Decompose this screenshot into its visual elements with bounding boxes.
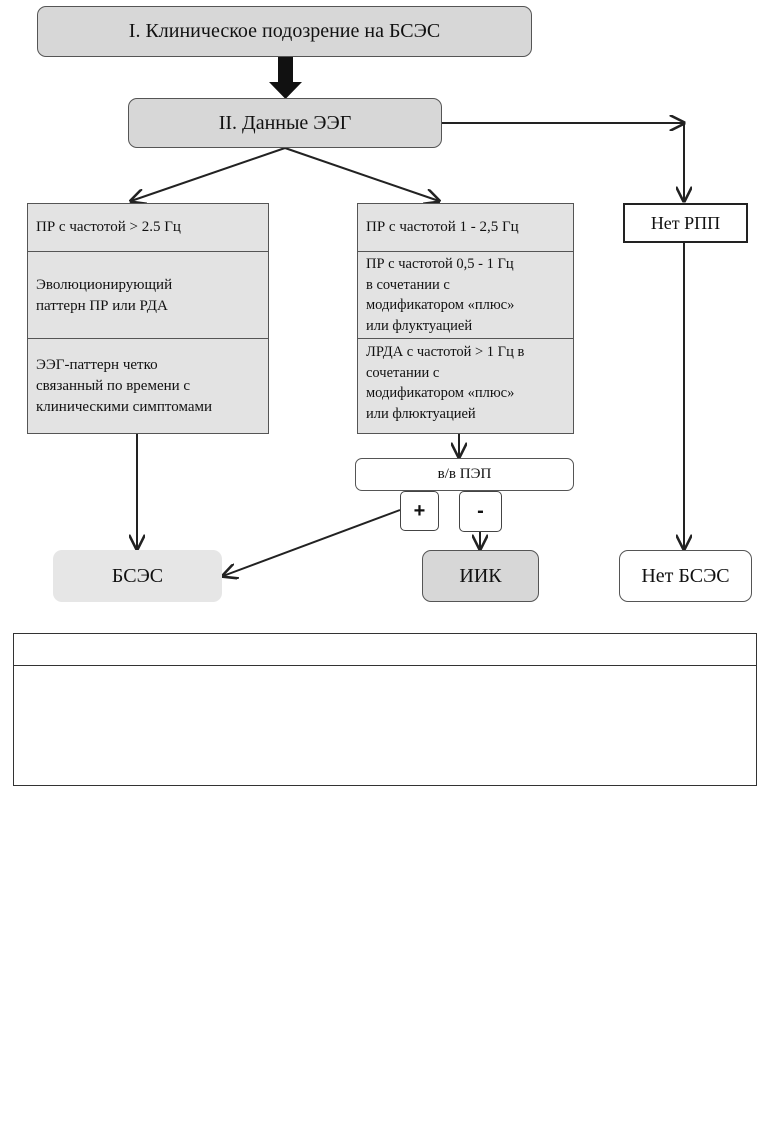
iik-outcome-box: ИИК <box>422 550 539 602</box>
arrow-positive-to-bses <box>223 509 401 576</box>
middle-divider-1 <box>358 251 573 252</box>
negative-sign-label: - <box>477 500 484 522</box>
bses-outcome-label: БСЭС <box>111 564 164 587</box>
left-divider-2 <box>28 338 268 339</box>
left-criterion-1: ПР с частотой > 2.5 Гц <box>36 219 181 235</box>
left-criterion-3: ЭЭГ-паттерн четко связанный по времени с… <box>36 357 213 415</box>
iv-aed-label: в/в ПЭП <box>437 466 492 482</box>
positive-sign-label: + <box>413 499 426 522</box>
positive-response-sign: + <box>400 491 439 531</box>
left-criterion-2: Эволюционирующий паттерн ПР или РДА <box>36 276 173 314</box>
no-rpp-label: Нет РПП <box>650 212 721 233</box>
left-criteria-column: ПР с частотой > 2.5 Гц Эволюционирующий … <box>27 203 269 434</box>
iv-aed-box: в/в ПЭП <box>355 458 574 491</box>
bses-outcome-box: БСЭС <box>53 550 222 602</box>
clinical-suspicion-box: I. Клиническое подозрение на БСЭС <box>37 6 532 57</box>
empty-table <box>13 633 757 786</box>
middle-criterion-1: ПР с частотой 1 - 2,5 Гц <box>366 219 519 235</box>
no-rpp-box: Нет РПП <box>623 203 748 243</box>
thick-arrow-suspicion-to-eeg <box>269 57 302 99</box>
middle-criteria-column: ПР с частотой 1 - 2,5 Гц ПР с частотой 0… <box>357 203 574 434</box>
arrow-eeg-to-middle-column <box>284 147 439 201</box>
iik-outcome-label: ИИК <box>459 564 502 587</box>
negative-response-sign: - <box>459 491 502 532</box>
eeg-data-box: II. Данные ЭЭГ <box>128 98 442 148</box>
arrow-eeg-to-left-column <box>131 147 286 201</box>
table-header-divider <box>14 665 756 666</box>
eeg-data-label: II. Данные ЭЭГ <box>218 111 352 134</box>
middle-criterion-2: ПР с частотой 0,5 - 1 Гц в сочетании с м… <box>366 256 515 334</box>
no-bses-outcome-label: Нет БСЭС <box>641 564 730 587</box>
no-bses-outcome-box: Нет БСЭС <box>619 550 752 602</box>
left-divider-1 <box>28 251 268 252</box>
middle-criterion-3: ЛРДА с частотой > 1 Гц в сочетании с мод… <box>366 344 525 422</box>
middle-divider-2 <box>358 338 573 339</box>
clinical-suspicion-label: I. Клиническое подозрение на БСЭС <box>128 20 441 42</box>
